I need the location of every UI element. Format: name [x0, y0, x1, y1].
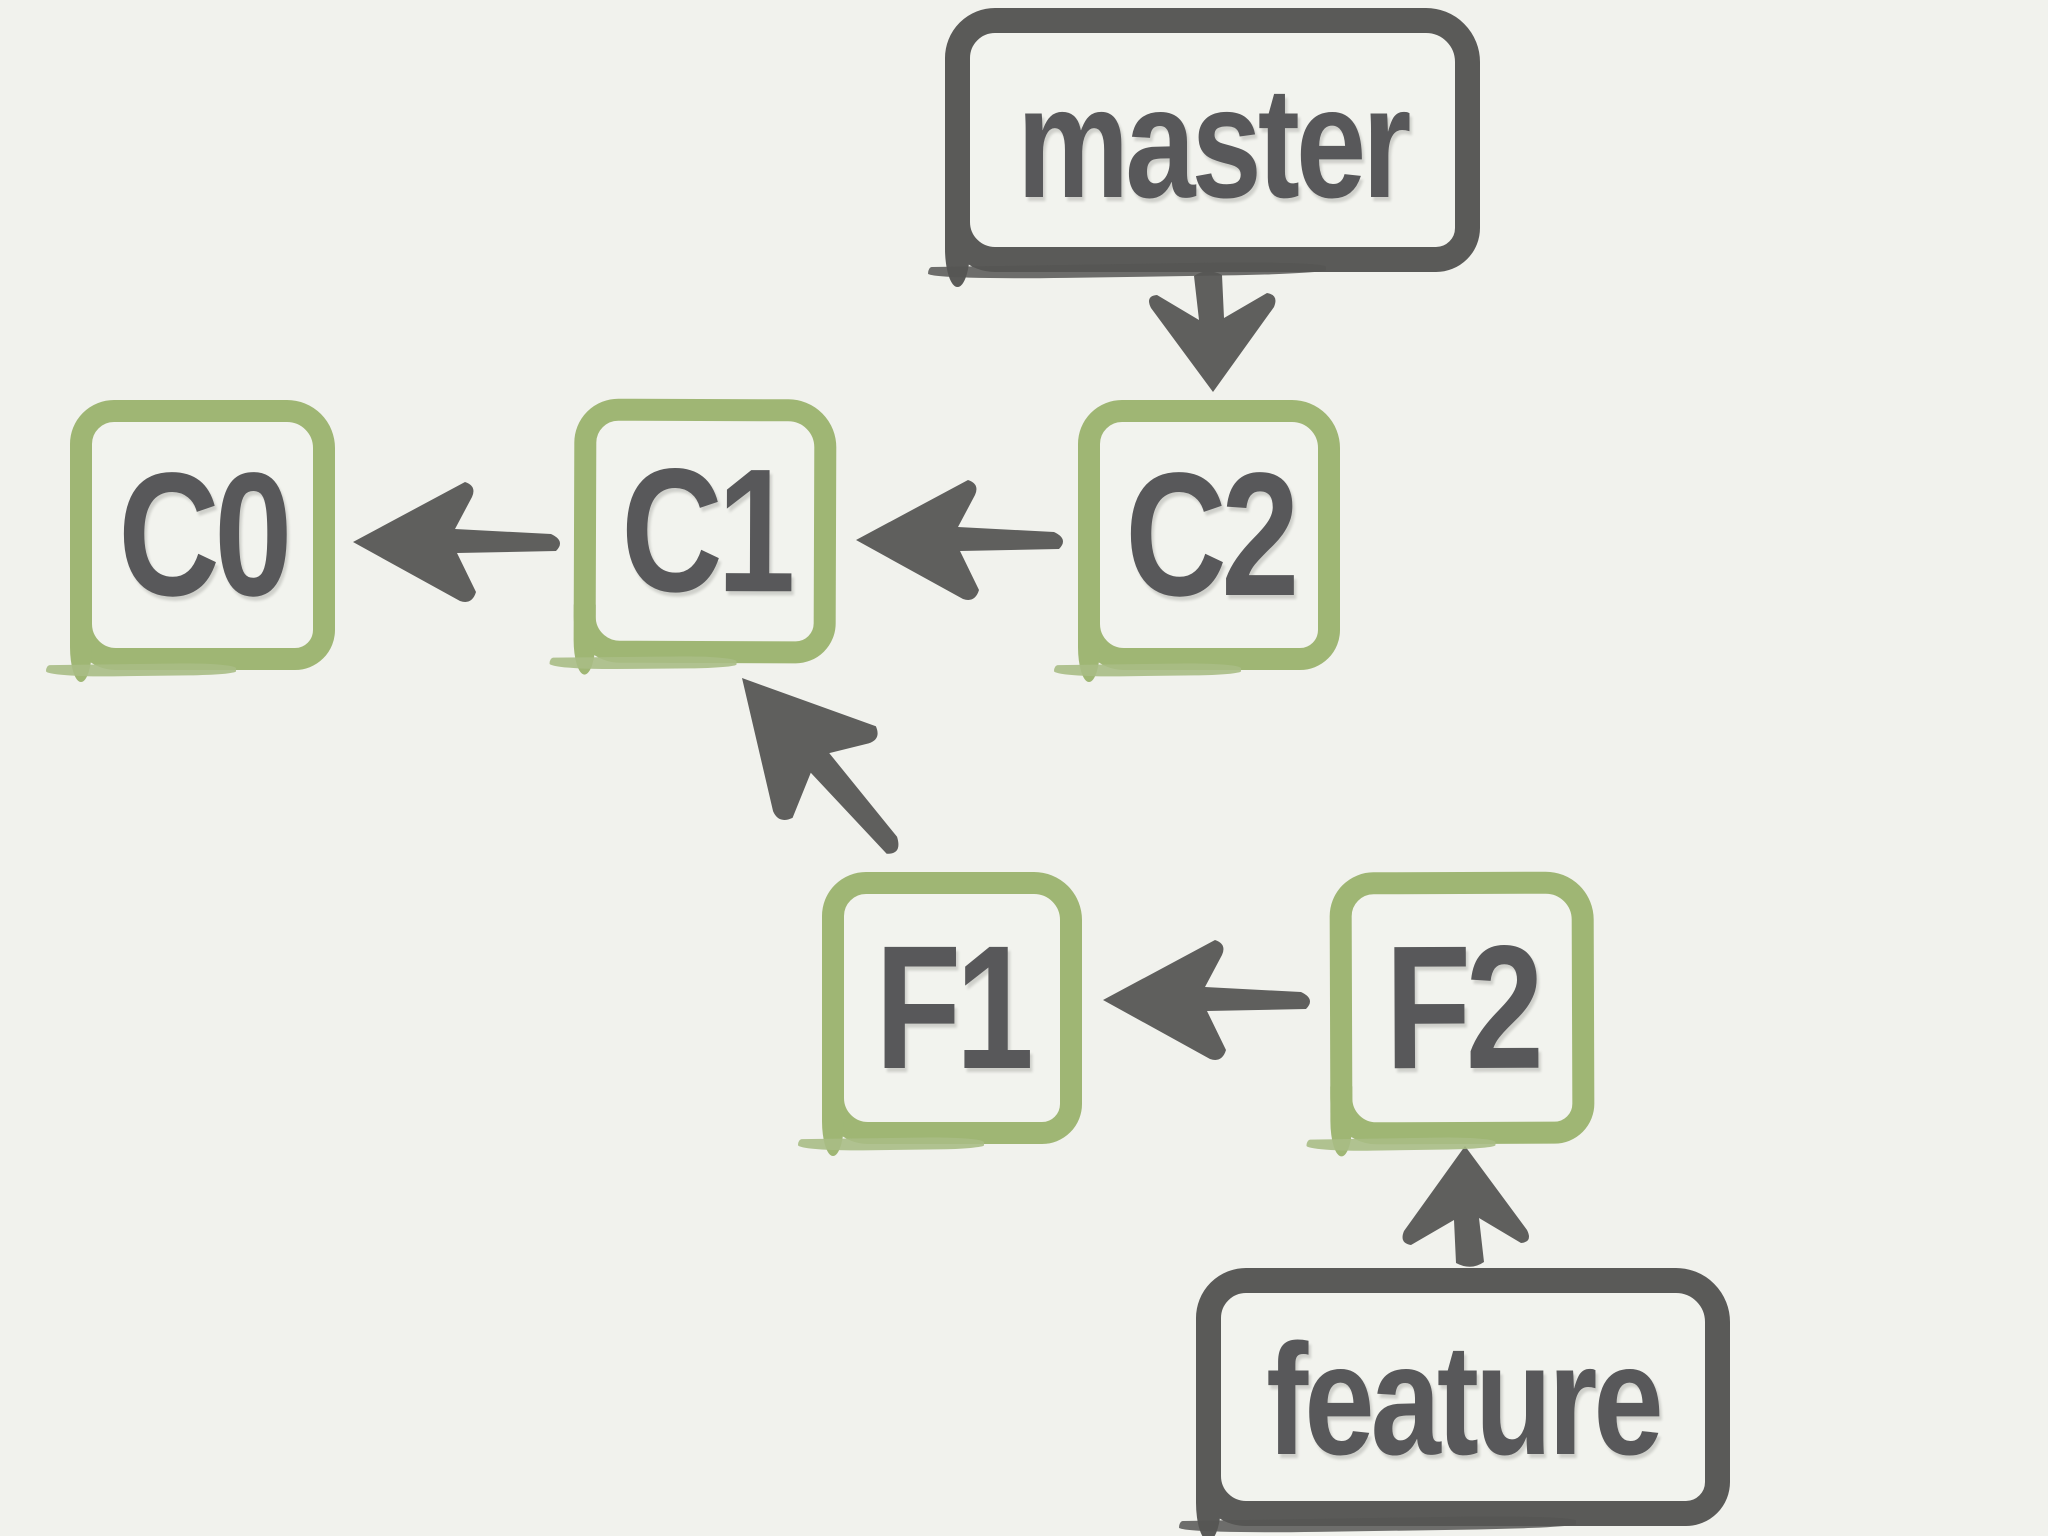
arrow-f2-to-f1 [1103, 940, 1310, 1060]
branch-label-feature-text: feature [1266, 1312, 1663, 1488]
commit-node-c1: C1 [573, 398, 837, 664]
commit-node-f1: F1 [822, 872, 1082, 1156]
arrow-master-to-c2 [1149, 271, 1276, 392]
arrow-f1-to-c1 [692, 633, 948, 896]
commit-node-f2-text: F2 [1385, 909, 1539, 1107]
branch-label-master-text: master [1017, 55, 1412, 231]
branch-label-master: master [945, 8, 1480, 287]
commit-node-c1-text: C1 [620, 432, 790, 630]
branch-label-feature: feature [1196, 1268, 1730, 1536]
commit-node-c0: C0 [70, 400, 335, 682]
commit-node-f2: F2 [1329, 871, 1595, 1145]
commit-node-c2: C2 [1078, 400, 1340, 682]
arrow-c2-to-c1 [856, 480, 1063, 600]
commit-node-c2-text: C2 [1124, 437, 1299, 633]
arrow-c1-to-c0 [353, 482, 560, 602]
commit-node-f1-text: F1 [875, 910, 1034, 1106]
commit-node-c0-text: C0 [118, 437, 292, 633]
arrow-feature-to-f2 [1402, 1146, 1529, 1267]
